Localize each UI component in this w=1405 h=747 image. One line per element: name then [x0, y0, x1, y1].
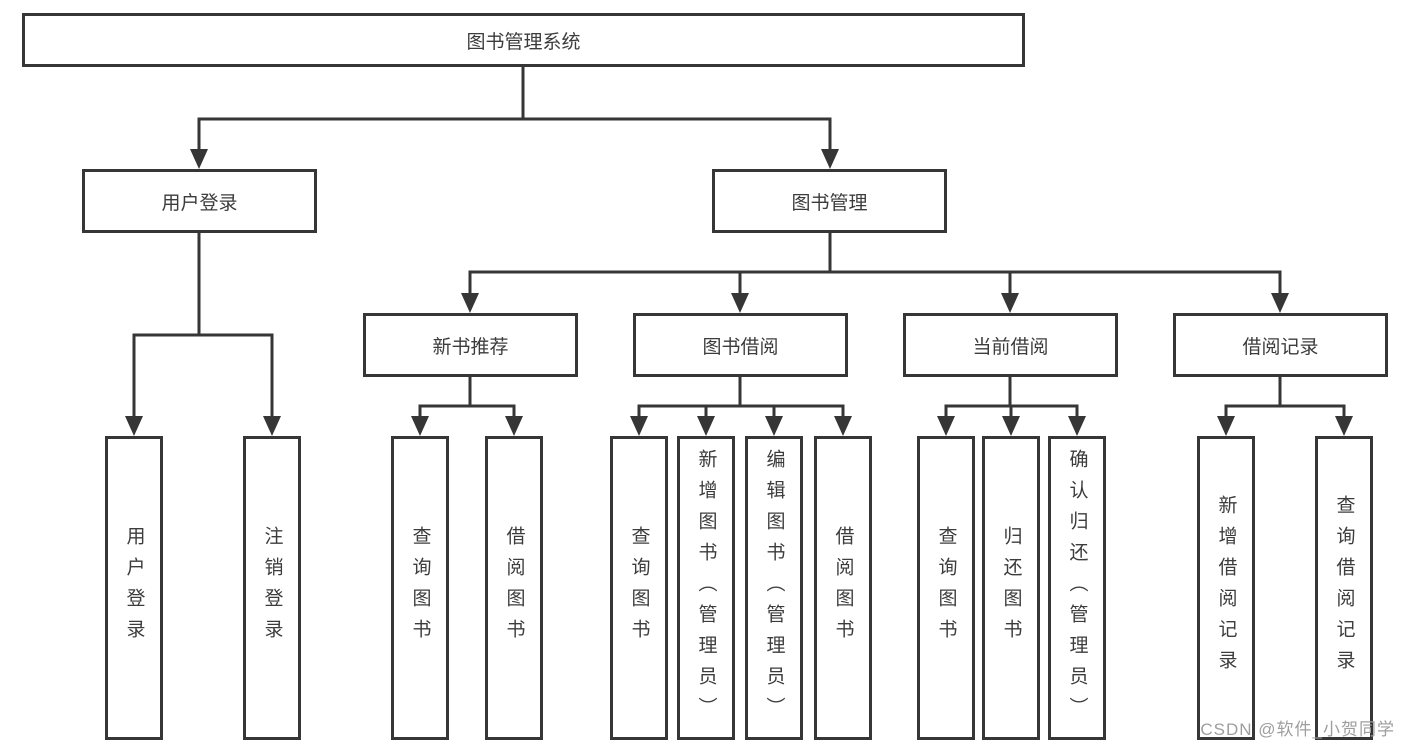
leaf-confirm-return-admin: 确认归还（管理员）	[1048, 436, 1106, 740]
leaf-query-books-recommend: 查询图书	[391, 436, 449, 740]
leaf-add-borrow-record: 新增借阅记录	[1197, 436, 1255, 740]
leaf-edit-book-admin: 编辑图书（管理员）	[745, 436, 803, 740]
leaf-return-book: 归还图书	[982, 436, 1040, 740]
node-root: 图书管理系统	[22, 13, 1025, 67]
node-book-management: 图书管理	[712, 169, 947, 233]
leaf-logout: 注销登录	[243, 436, 301, 740]
node-book-borrow: 图书借阅	[633, 313, 848, 377]
leaf-query-books-current: 查询图书	[917, 436, 975, 740]
node-new-book-recommend: 新书推荐	[363, 313, 578, 377]
node-borrow-records: 借阅记录	[1173, 313, 1388, 377]
leaf-add-book-admin: 新增图书（管理员）	[677, 436, 735, 740]
leaf-borrow-books-recommend: 借阅图书	[485, 436, 543, 740]
leaf-user-login: 用户登录	[105, 436, 163, 740]
node-current-borrow: 当前借阅	[903, 313, 1118, 377]
arrowheads	[125, 149, 1353, 436]
leaf-borrow-books: 借阅图书	[814, 436, 872, 740]
leaf-query-books-borrow: 查询图书	[610, 436, 668, 740]
node-user-login-group: 用户登录	[82, 169, 317, 233]
leaf-query-borrow-record: 查询借阅记录	[1315, 436, 1373, 740]
watermark: CSDN @软件_小贺同学	[1200, 720, 1395, 739]
